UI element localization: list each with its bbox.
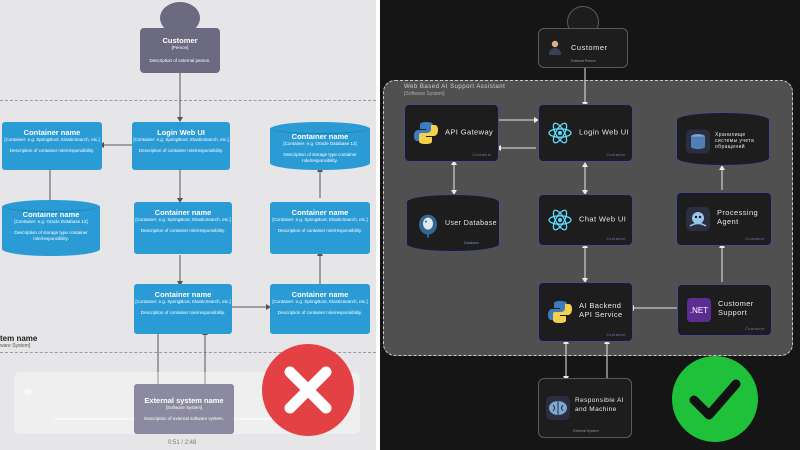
database-title: Container name — [22, 210, 80, 219]
database-subtitle: [Container: e.g. Oracle Database 12] — [14, 219, 88, 224]
system-boundary-subtitle: [Software System] — [404, 91, 445, 97]
container-title: Container name — [23, 128, 81, 137]
container-subtitle: [Container: e.g. SpringBoot, ElasticSear… — [4, 137, 100, 142]
node-label: Customer Support — [718, 299, 754, 318]
login-web-ui-box: Login Web UI [Container: e.g. SpringBoot… — [132, 122, 230, 170]
container-box: Container name [Container: e.g. SpringBo… — [134, 202, 232, 254]
container-title: Login Web UI — [157, 128, 205, 137]
external-label: Responsible AI and Machine — [575, 397, 624, 413]
container-description: Description of container role/responsibi… — [277, 310, 363, 315]
node-label: Хранилище системы учета обращений — [715, 131, 755, 150]
container-box: Container name [Container: e.g. SpringBo… — [270, 202, 370, 254]
node-label: User Database — [445, 219, 497, 227]
external-subtitle: [Software System] — [165, 405, 203, 410]
person-title: Customer — [162, 36, 198, 45]
container-box: Container name [Container: e.g. SpringBo… — [2, 122, 102, 170]
customer-person: Customer [Person] Description of externa… — [140, 28, 220, 73]
external-system-box: External system name [Software System] D… — [134, 384, 234, 434]
container-description: Description of container role/responsibi… — [9, 148, 95, 153]
container-description: Description of container role/responsibi… — [277, 228, 363, 233]
node-tag: Container — [745, 327, 765, 331]
postgres-icon — [419, 214, 437, 238]
container-description: Description of container role/responsibi… — [138, 148, 224, 153]
container-title: Container name — [154, 208, 212, 217]
good-example-panel: Web Based AI Support Assistant [Software… — [380, 0, 800, 450]
node-label: AI Backend API Service — [579, 301, 623, 320]
person-label: Customer — [571, 43, 608, 52]
database-description: Description of storage type container ro… — [14, 230, 88, 241]
external-description: Description of external software system. — [144, 416, 224, 421]
node-tag: Container — [606, 153, 626, 157]
container-subtitle: [Container: e.g. SpringBoot, ElasticSear… — [272, 299, 368, 304]
node-tag: Container — [606, 237, 626, 241]
container-description: Description of container role/responsibi… — [140, 228, 226, 233]
bad-x-icon — [262, 344, 354, 436]
system-name-label: tem name — [0, 334, 38, 343]
api-gateway-node: API Gateway Container — [404, 104, 499, 162]
container-subtitle: [Container: e.g. SpringBoot, ElasticSear… — [272, 217, 368, 222]
ticket-storage-node: Хранилище системы учета обращений — [676, 112, 770, 166]
node-label: Processing Agent — [717, 208, 759, 227]
container-subtitle: [Container: e.g. SpringBoot, ElasticSear… — [135, 299, 231, 304]
user-database-node: User Database Database — [406, 194, 500, 252]
bad-example-panel: Customer [Person] Description of externa… — [0, 0, 376, 450]
database-subtitle: [Container: e.g. Oracle Database 12] — [283, 141, 357, 146]
container-box: Container name [Container: e.g. SpringBo… — [270, 284, 370, 334]
database-cylinder: Container name [Container: e.g. Oracle D… — [2, 200, 100, 256]
external-title: External system name — [144, 396, 224, 405]
database-description: Description of storage type container ro… — [283, 152, 357, 163]
container-subtitle: [Container: e.g. SpringBoot, ElasticSear… — [133, 137, 229, 142]
database-title: Container name — [291, 132, 349, 141]
react-icon — [548, 209, 572, 231]
container-title: Container name — [291, 208, 349, 217]
agent-icon — [686, 207, 710, 231]
node-label: Login Web UI — [579, 127, 630, 137]
customer-support-node: .NET Customer Support Container — [677, 284, 772, 336]
container-subtitle: [Container: e.g. SpringBoot, ElasticSear… — [135, 217, 231, 222]
ai-backend-node: AI Backend API Service Container — [538, 282, 633, 342]
python-icon — [548, 301, 572, 323]
brain-icon — [546, 396, 570, 420]
container-title: Container name — [154, 290, 212, 299]
boundary-line-top — [0, 100, 376, 101]
container-title: Container name — [291, 290, 349, 299]
container-box: Container name [Container: e.g. SpringBo… — [134, 284, 232, 334]
person-subtitle: [Person] — [171, 45, 189, 50]
system-type-label: ware System] — [0, 343, 31, 349]
boundary-line-bottom — [0, 352, 376, 353]
database-icon — [686, 129, 710, 154]
person-description: Description of external person. — [149, 58, 211, 63]
good-check-icon — [672, 356, 758, 442]
react-icon — [548, 122, 572, 144]
node-tag: Container — [472, 153, 492, 157]
python-icon — [414, 122, 438, 144]
node-tag: Container — [606, 333, 626, 337]
node-tag: Database — [464, 241, 479, 245]
chat-web-ui-node: Chat Web UI Container — [538, 194, 633, 246]
node-label: Chat Web UI — [579, 214, 627, 224]
node-label: API Gateway — [445, 127, 494, 137]
user-icon — [549, 40, 561, 55]
panel-divider — [376, 0, 380, 450]
processing-agent-node: Processing Agent Container — [676, 192, 772, 246]
node-tag: Container — [745, 237, 765, 241]
external-tag: External System — [573, 429, 599, 433]
database-cylinder: Container name [Container: e.g. Oracle D… — [270, 122, 370, 170]
svg-text:.NET: .NET — [690, 306, 708, 315]
customer-person: Customer External Person — [538, 28, 628, 68]
system-boundary-title: Web Based AI Support Assistant — [404, 84, 506, 90]
responsible-ai-external-system: Responsible AI and Machine External Syst… — [538, 378, 632, 438]
dotnet-icon: .NET — [687, 298, 711, 322]
login-web-ui-node: Login Web UI Container — [538, 104, 633, 162]
person-tag: External Person — [571, 59, 596, 63]
container-description: Description of container role/responsibi… — [140, 310, 226, 315]
player-time-badge: 0:51 / 2:48 — [168, 440, 197, 446]
